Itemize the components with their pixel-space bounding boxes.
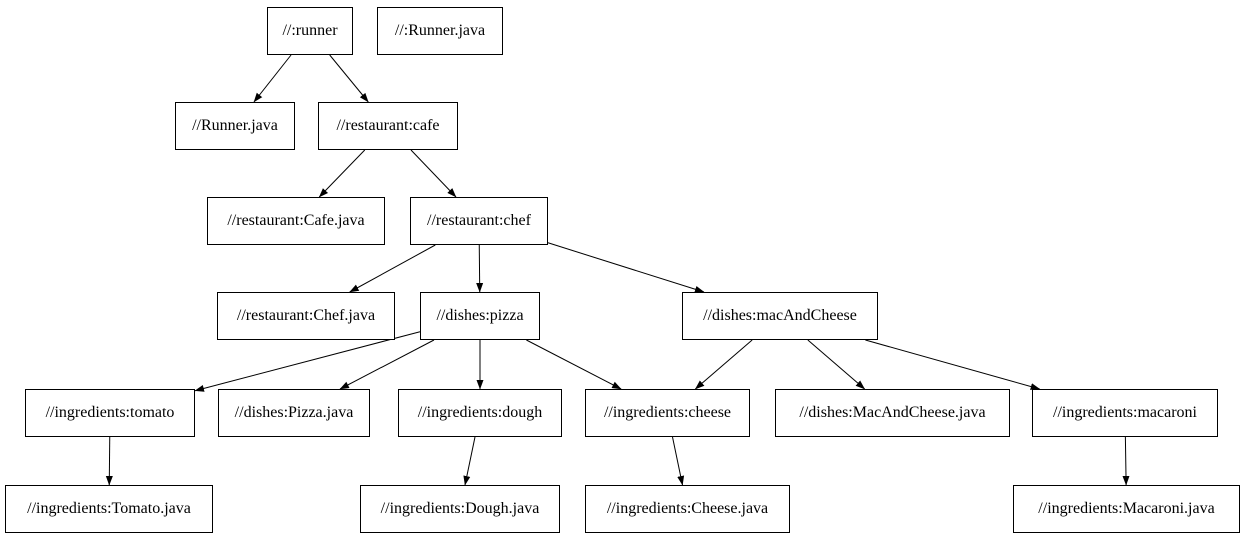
- node-label-chef: //restaurant:chef: [427, 212, 531, 229]
- node-label-runner-java-top: //:Runner.java: [394, 22, 486, 39]
- dependency-edge-runner-to-runner-java: [253, 54, 292, 103]
- node-mac-and-cheese-java: //dishes:MacAndCheese.java: [775, 389, 1010, 437]
- node-pizza: //dishes:pizza: [420, 292, 540, 340]
- node-mac-and-cheese: //dishes:macAndCheese: [682, 292, 878, 340]
- node-cheese-java: //ingredients:Cheese.java: [585, 485, 790, 533]
- node-label-mac-and-cheese-java: //dishes:MacAndCheese.java: [799, 404, 986, 421]
- node-macaroni: //ingredients:macaroni: [1032, 389, 1218, 437]
- dependency-edge-macaroni-to-macaroni-java: [1122, 436, 1130, 486]
- dependency-edge-chef-to-chef-java: [349, 244, 436, 293]
- node-label-cafe-java: //restaurant:Cafe.java: [227, 212, 365, 229]
- dependency-edge-cafe-to-chef: [410, 149, 457, 198]
- node-label-cafe: //restaurant:cafe: [336, 117, 440, 134]
- dependency-edge-pizza-to-cheese: [526, 339, 622, 390]
- node-label-macaroni-java: //ingredients:Macaroni.java: [1038, 500, 1215, 517]
- node-label-chef-java: //restaurant:Chef.java: [236, 307, 376, 324]
- node-runner-java-top: //:Runner.java: [377, 7, 503, 55]
- node-label-macaroni: //ingredients:macaroni: [1053, 404, 1197, 421]
- node-chef-java: //restaurant:Chef.java: [217, 292, 395, 340]
- dependency-edge-pizza-to-tomato: [194, 331, 421, 392]
- dependency-edge-tomato-to-tomato-java: [105, 436, 113, 486]
- node-label-cheese: //ingredients:cheese: [603, 404, 732, 421]
- node-macaroni-java: //ingredients:Macaroni.java: [1013, 485, 1240, 533]
- dependency-edge-pizza-to-pizza-java: [339, 339, 435, 390]
- node-label-runner: //:runner: [282, 22, 338, 39]
- node-runner-java: //Runner.java: [175, 102, 295, 150]
- node-dough: //ingredients:dough: [398, 389, 562, 437]
- dependency-edge-chef-to-mac-and-cheese: [547, 242, 705, 293]
- dependency-edge-cheese-to-cheese-java: [672, 436, 685, 486]
- node-label-dough: //ingredients:dough: [417, 404, 543, 421]
- node-label-mac-and-cheese: //dishes:macAndCheese: [703, 307, 857, 324]
- node-tomato: //ingredients:tomato: [25, 389, 195, 437]
- dependency-edge-runner-to-cafe: [329, 54, 369, 103]
- node-label-dough-java: //ingredients:Dough.java: [380, 500, 540, 517]
- node-label-pizza-java: //dishes:Pizza.java: [234, 404, 354, 421]
- node-cafe: //restaurant:cafe: [318, 102, 458, 150]
- node-chef: //restaurant:chef: [410, 197, 548, 245]
- node-label-runner-java: //Runner.java: [192, 117, 278, 134]
- node-tomato-java: //ingredients:Tomato.java: [5, 485, 213, 533]
- node-pizza-java: //dishes:Pizza.java: [218, 389, 370, 437]
- node-runner: //:runner: [267, 7, 353, 55]
- node-label-pizza: //dishes:pizza: [436, 307, 524, 324]
- node-label-tomato-java: //ingredients:Tomato.java: [27, 500, 191, 517]
- node-cafe-java: //restaurant:Cafe.java: [207, 197, 385, 245]
- dependency-edge-mac-and-cheese-to-macaroni: [865, 339, 1041, 390]
- node-label-tomato: //ingredients:tomato: [45, 404, 175, 421]
- node-cheese: //ingredients:cheese: [585, 389, 750, 437]
- node-dough-java: //ingredients:Dough.java: [360, 485, 560, 533]
- dependency-edge-mac-and-cheese-to-mac-and-cheese-java: [807, 339, 866, 390]
- dependency-edge-mac-and-cheese-to-cheese: [694, 339, 753, 390]
- node-label-cheese-java: //ingredients:Cheese.java: [606, 500, 769, 517]
- dependency-edge-dough-to-dough-java: [463, 436, 476, 486]
- dependency-edge-cafe-to-cafe-java: [318, 149, 366, 198]
